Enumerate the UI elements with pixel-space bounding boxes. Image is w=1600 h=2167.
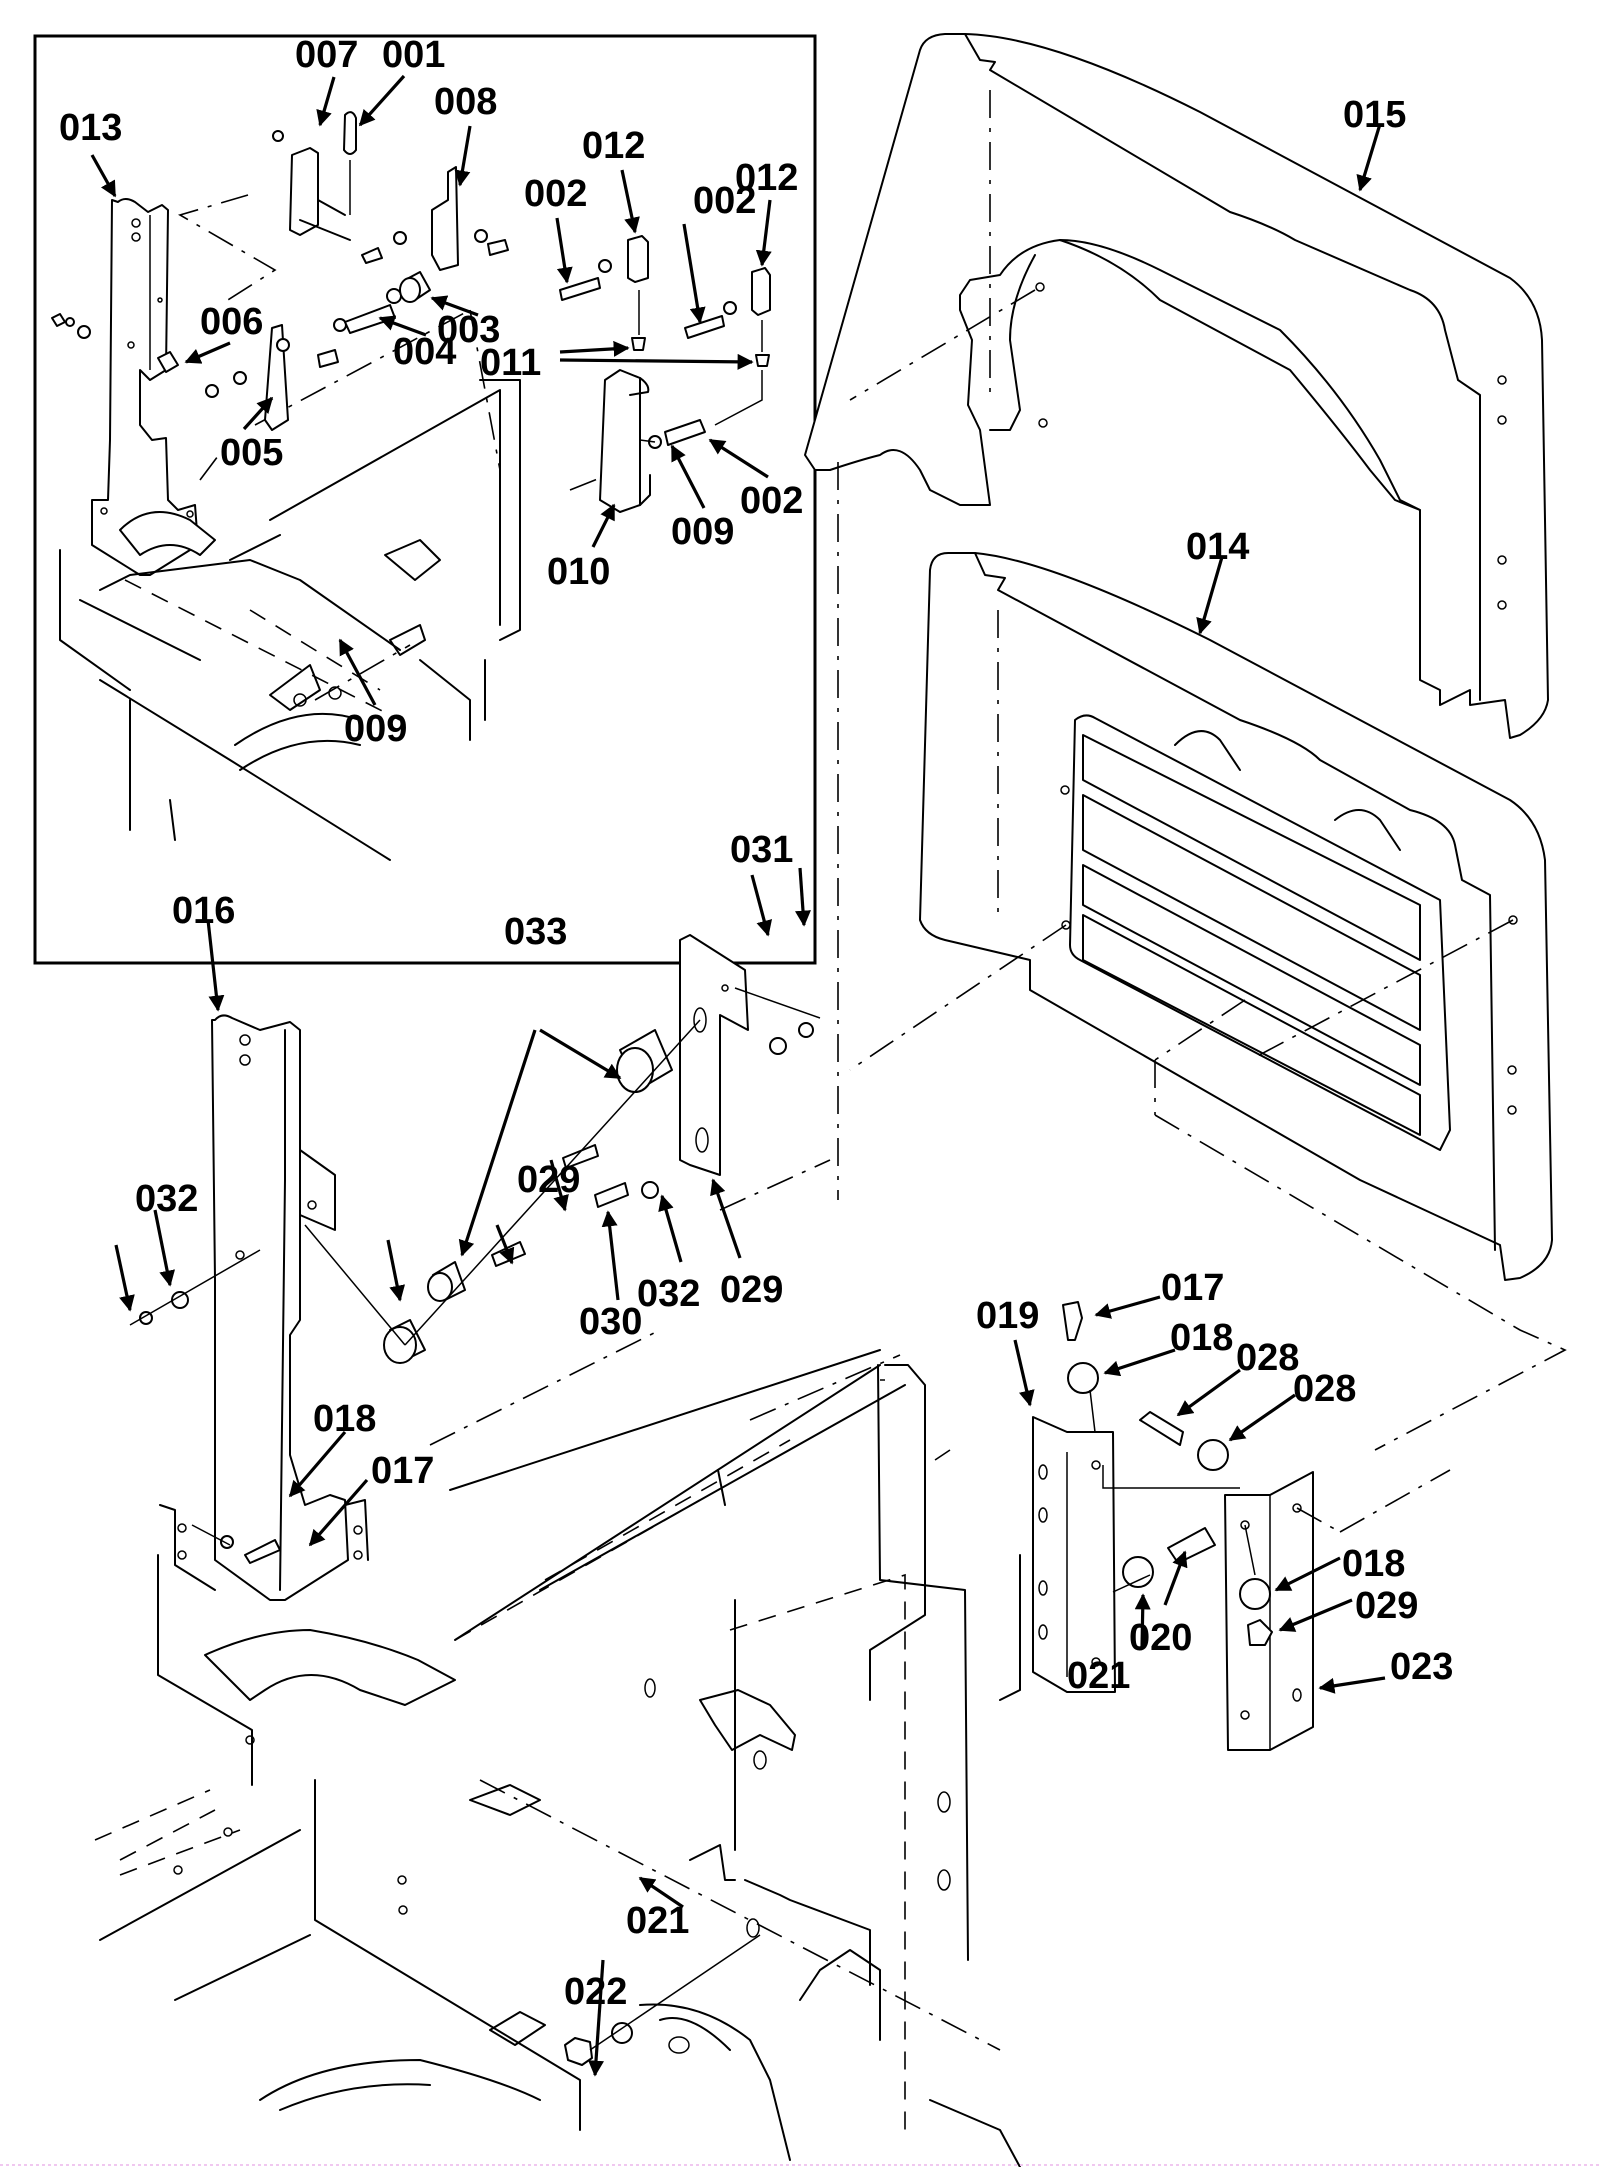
part-001-spring (343, 111, 357, 155)
inset-frame (33, 34, 817, 965)
label-021-b: 021 (626, 1900, 689, 1942)
lower-frame (94, 1329, 1021, 2167)
label-029-c: 032 (637, 1273, 700, 1315)
part-011-cap-a (631, 337, 646, 351)
label-004: 004 (393, 331, 456, 373)
hardware-right (1062, 1301, 1451, 1646)
part-023-bracket (1224, 1471, 1314, 1751)
label-010: 010 (547, 551, 610, 593)
label-029-b: 032 (135, 1178, 198, 1220)
label-009-b: 009 (344, 708, 407, 750)
label-027: 029 (720, 1269, 783, 1311)
label-028-a: 029 (517, 1159, 580, 1201)
panel-014 (837, 462, 1567, 1451)
label-026: 029 (1355, 1585, 1418, 1627)
label-016: 016 (172, 890, 235, 932)
part-016-bracket (159, 1014, 369, 1601)
label-017-a: 017 (1161, 1267, 1224, 1309)
label-018-c: 018 (1342, 1543, 1405, 1585)
part-022-nut (564, 2037, 593, 2066)
inset-detail: 007 001 008 013 012 012 002 002 006 003 … (33, 34, 817, 965)
label-011: 011 (480, 342, 541, 384)
part-012-block-b (751, 267, 771, 316)
label-014: 014 (1186, 526, 1249, 568)
label-018-b: 018 (313, 1398, 376, 1440)
label-005: 005 (220, 432, 283, 474)
hardware-mid (129, 987, 831, 1364)
label-002-b: 002 (693, 180, 756, 222)
label-030: 033 (504, 911, 567, 953)
part-012-block-a (627, 235, 649, 283)
label-007: 007 (295, 34, 358, 76)
label-021-a: 021 (1067, 1655, 1130, 1697)
label-002-c: 002 (740, 480, 803, 522)
label-019: 019 (976, 1295, 1039, 1337)
part-011-cap-b (755, 354, 770, 367)
part-019-bracket (1032, 1416, 1116, 1693)
label-017-b: 017 (371, 1450, 434, 1492)
label-023: 023 (1390, 1646, 1453, 1688)
label-006: 006 (200, 301, 263, 343)
callout-arrows (114, 123, 1386, 2077)
label-001: 001 (382, 34, 445, 76)
label-013: 013 (59, 107, 122, 149)
part-006-pin (157, 351, 179, 373)
label-020: 020 (1129, 1617, 1192, 1659)
part-004-bolt (344, 304, 396, 334)
panel-015 (804, 33, 1549, 739)
label-015: 015 (1343, 94, 1406, 136)
part-027-bracket (679, 934, 749, 1176)
part-010-bracket (599, 369, 641, 513)
label-003: 003 (437, 309, 500, 351)
label-024: 028 (1293, 1368, 1356, 1410)
callout-labels: 015 014 031 016 033 032 029 030 032 029 … (135, 94, 1453, 2013)
label-012-b: 012 (735, 157, 798, 199)
label-009-a: 009 (671, 511, 734, 553)
label-012-a: 012 (582, 125, 645, 167)
label-028-b: 030 (579, 1301, 642, 1343)
part-013-bracket (91, 198, 199, 576)
label-002-a: 002 (524, 173, 587, 215)
label-029-a: 031 (730, 829, 793, 871)
label-022: 022 (564, 1971, 627, 2013)
part-008-bracket (431, 166, 459, 271)
part-007-bracket (289, 147, 319, 236)
label-025: 028 (1236, 1337, 1299, 1379)
bottom-edge (0, 2164, 1600, 2167)
label-018-a: 018 (1170, 1317, 1233, 1359)
label-008: 008 (434, 81, 497, 123)
